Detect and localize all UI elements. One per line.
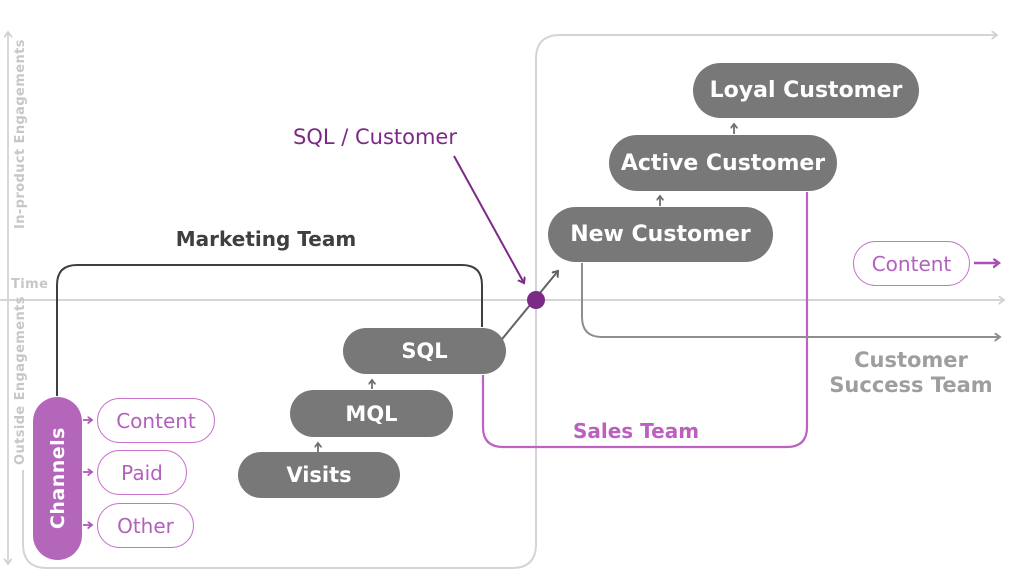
stage-visits: Visits [238, 452, 400, 498]
stage-sql: SQL [343, 328, 506, 374]
sales-team-label: Sales Team [572, 419, 700, 443]
channel-content-pill: Content [97, 398, 215, 443]
customer-success-line-arrow [581, 263, 1000, 337]
content-output-pill: Content [853, 241, 970, 286]
stage-mql: MQL [290, 390, 453, 437]
stage-loyal-customer: Loyal Customer [693, 63, 919, 118]
marketing-team-bracket [56, 264, 483, 396]
stage-active-customer: Active Customer [609, 135, 837, 191]
stage-new-customer: New Customer [548, 207, 773, 262]
channel-paid-pill: Paid [97, 450, 187, 495]
journey-boundary-path [22, 35, 997, 569]
channels-label: Channels [46, 427, 69, 530]
marketing-team-label: Marketing Team [175, 227, 357, 251]
time-axis-label: Time [11, 277, 49, 292]
sql-customer-annotation-arrow [453, 155, 524, 283]
outside-engagements-axis-label: Outside Engagements [13, 296, 28, 465]
customer-success-line1: Customer [854, 348, 968, 372]
channels-pill: Channels [33, 397, 82, 560]
sql-customer-dot [527, 291, 545, 309]
sql-to-new-customer-arrow [497, 271, 558, 345]
customer-success-line2: Success Team [829, 373, 993, 397]
sales-team-bracket [481, 192, 809, 449]
sql-customer-annotation-label: SQL / Customer [293, 125, 457, 149]
in-product-engagements-axis-label: In-product Engagements [13, 39, 28, 229]
customer-success-team-label: Customer Success Team [818, 348, 1004, 398]
channel-other-pill: Other [97, 503, 194, 548]
